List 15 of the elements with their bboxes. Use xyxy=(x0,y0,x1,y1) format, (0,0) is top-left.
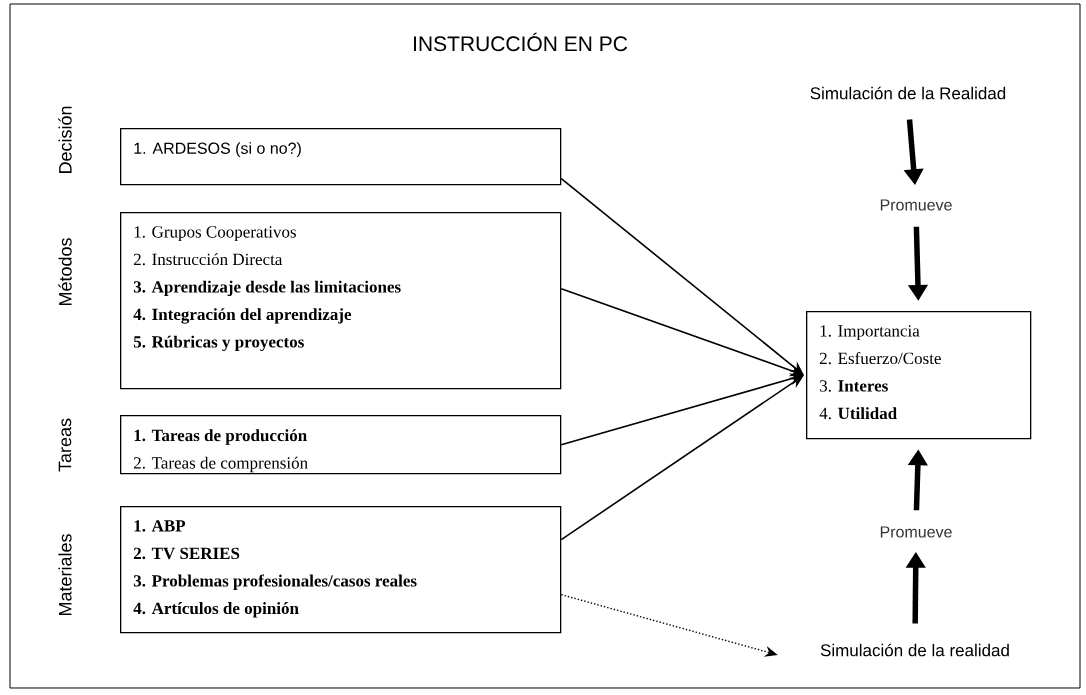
list-box: 1. ARDESOS (si o no?) xyxy=(120,128,562,186)
text-label: Promueve xyxy=(880,199,952,211)
side-label: Materiales xyxy=(58,534,72,616)
side-label: Métodos xyxy=(58,238,72,306)
list-box: 1. Importancia 2. Esfuerzo/Coste 3. Interes 4. Utilidad xyxy=(806,311,1032,440)
side-label: Tareas xyxy=(58,418,72,472)
list-box: 1. Grupos Cooperativos 2. Instrucción Directa 3. Aprendizaje desde las limitaciones 4. Integración del aprendizaje 5. Rúbricas y proyectos xyxy=(120,212,562,390)
arrow xyxy=(560,375,804,541)
list-box: 1. Tareas de producción 2. Tareas de comprensión xyxy=(120,415,562,475)
side-label: Decisión xyxy=(58,106,72,174)
list-box: 1. ABP 2. TV SERIES 3. Problemas profesionales/casos reales 4. Artículos de opinión xyxy=(120,506,562,634)
text-label: Promueve xyxy=(880,526,952,538)
text-label: Simulación de la Realidad xyxy=(810,86,1006,100)
title: INSTRUCCIÓN EN PC xyxy=(414,32,628,52)
text-label: Simulación de la realidad xyxy=(820,643,1009,657)
